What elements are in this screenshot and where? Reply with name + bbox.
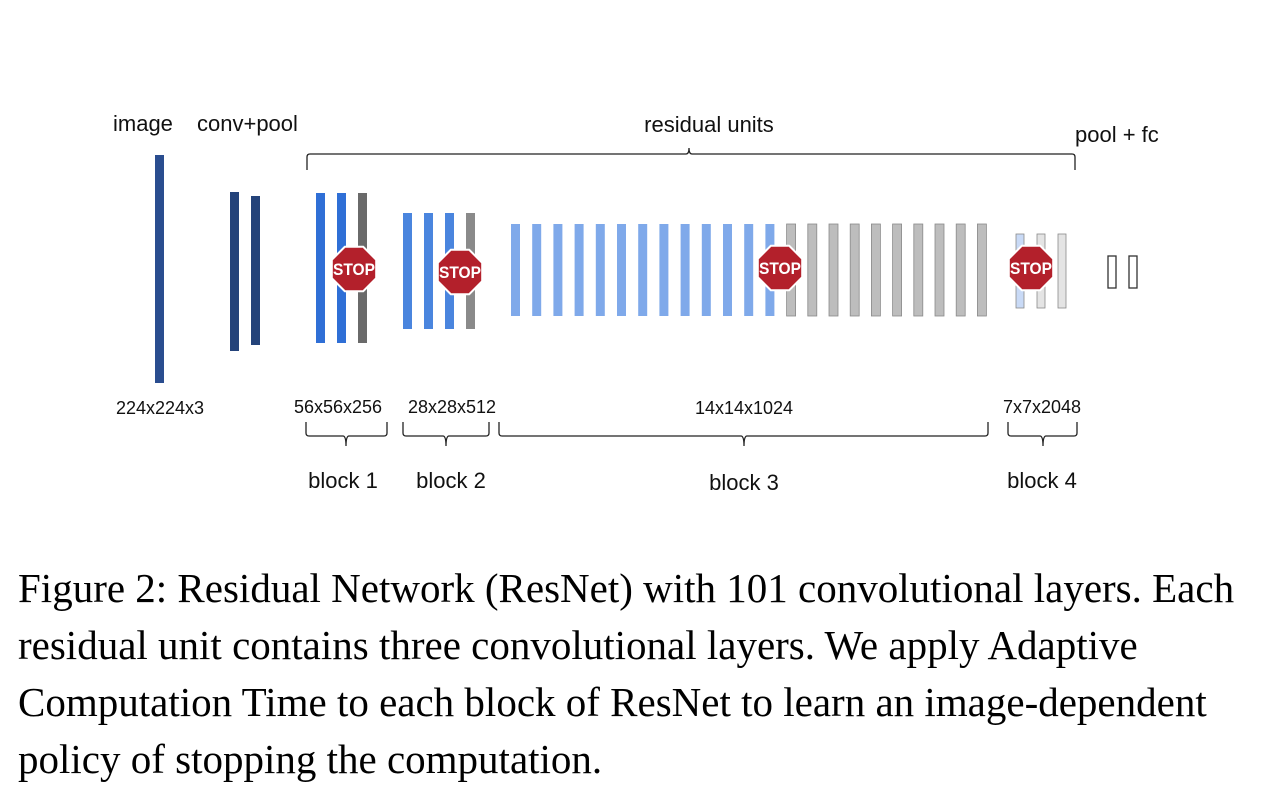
- image-label: image: [113, 111, 173, 136]
- stop-signs: STOP STOP STOP STOP: [330, 244, 1055, 296]
- block3-unit-active-12: [744, 224, 754, 316]
- block3-unit-stopped-19: [892, 223, 902, 317]
- block3-unit-active-5: [595, 224, 605, 316]
- conv-bar: [230, 192, 239, 351]
- block3-unit-stopped-16: [828, 223, 839, 317]
- block1-size-label: 56x56x256: [294, 397, 382, 417]
- block2-stop-sign-icon: STOP: [436, 248, 484, 296]
- block2-brace: [402, 422, 490, 447]
- block1-unit-active-1: [316, 193, 325, 343]
- residual-unit-bars: [316, 193, 1067, 343]
- block3-label: block 3: [709, 470, 779, 495]
- block3-unit-active-10: [701, 224, 711, 316]
- block3-unit-stopped-15: [807, 223, 818, 317]
- block1-stop-sign-icon: STOP: [330, 245, 378, 293]
- stop-sign-octagon: [756, 244, 804, 292]
- residual-units-brace: [306, 147, 1076, 170]
- fc-output-bar: [1128, 255, 1138, 289]
- block1-brace: [305, 422, 388, 447]
- block3-unit-active-3: [553, 224, 563, 316]
- residual-units-label: residual units: [644, 112, 774, 137]
- block3-unit-active-2: [532, 224, 542, 316]
- block3-size-label: 14x14x1024: [695, 398, 793, 418]
- stop-sign-text: STOP: [333, 260, 375, 279]
- block2-label: block 2: [416, 468, 486, 493]
- block4-size-label: 7x7x2048: [1003, 397, 1081, 417]
- stop-sign-octagon: [436, 248, 484, 296]
- block3-unit-active-11: [723, 224, 732, 316]
- block4-brace: [1007, 422, 1078, 447]
- block3-unit-active-8: [659, 224, 669, 316]
- input-size-label: 224x224x3: [116, 398, 204, 418]
- block3-unit-active-9: [680, 224, 690, 316]
- pool-fc-label: pool + fc: [1075, 122, 1159, 147]
- block2-unit-active-2: [424, 213, 433, 329]
- block4-label: block 4: [1007, 468, 1077, 493]
- block4-stop-sign-icon: STOP: [1007, 244, 1055, 292]
- block3-unit-active-4: [574, 224, 584, 316]
- block3-unit-stopped-18: [871, 223, 881, 317]
- stop-sign-text: STOP: [439, 263, 481, 282]
- stop-sign-octagon: [1007, 244, 1055, 292]
- conv-pool-label: conv+pool: [197, 111, 298, 136]
- block3-unit-stopped-22: [955, 223, 966, 317]
- block3-unit-stopped-23: [977, 223, 987, 317]
- block1-label: block 1: [308, 468, 378, 493]
- block3-unit-active-6: [617, 224, 626, 316]
- block3-unit-stopped-20: [913, 223, 924, 317]
- block3-brace: [498, 422, 989, 447]
- image-bar: [155, 155, 164, 383]
- block3-unit-active-7: [638, 224, 648, 316]
- block2-size-label: 28x28x512: [408, 397, 496, 417]
- block3-unit-stopped-21: [934, 223, 945, 317]
- block3-unit-stopped-17: [849, 223, 860, 317]
- block2-unit-active-1: [403, 213, 412, 329]
- block3-stop-sign-icon: STOP: [756, 244, 804, 292]
- resnet-diagram: image conv+pool residual units pool + fc…: [113, 111, 1159, 495]
- stop-sign-text: STOP: [759, 259, 801, 278]
- stop-sign-text: STOP: [1010, 259, 1052, 278]
- block4-unit-stopped-3: [1057, 233, 1067, 309]
- stop-sign-octagon: [330, 245, 378, 293]
- figure-caption: Figure 2: Residual Network (ResNet) with…: [18, 565, 1235, 782]
- pool-output-bar: [1107, 255, 1117, 289]
- pool-bar: [251, 196, 260, 345]
- block3-unit-active-1: [511, 224, 520, 316]
